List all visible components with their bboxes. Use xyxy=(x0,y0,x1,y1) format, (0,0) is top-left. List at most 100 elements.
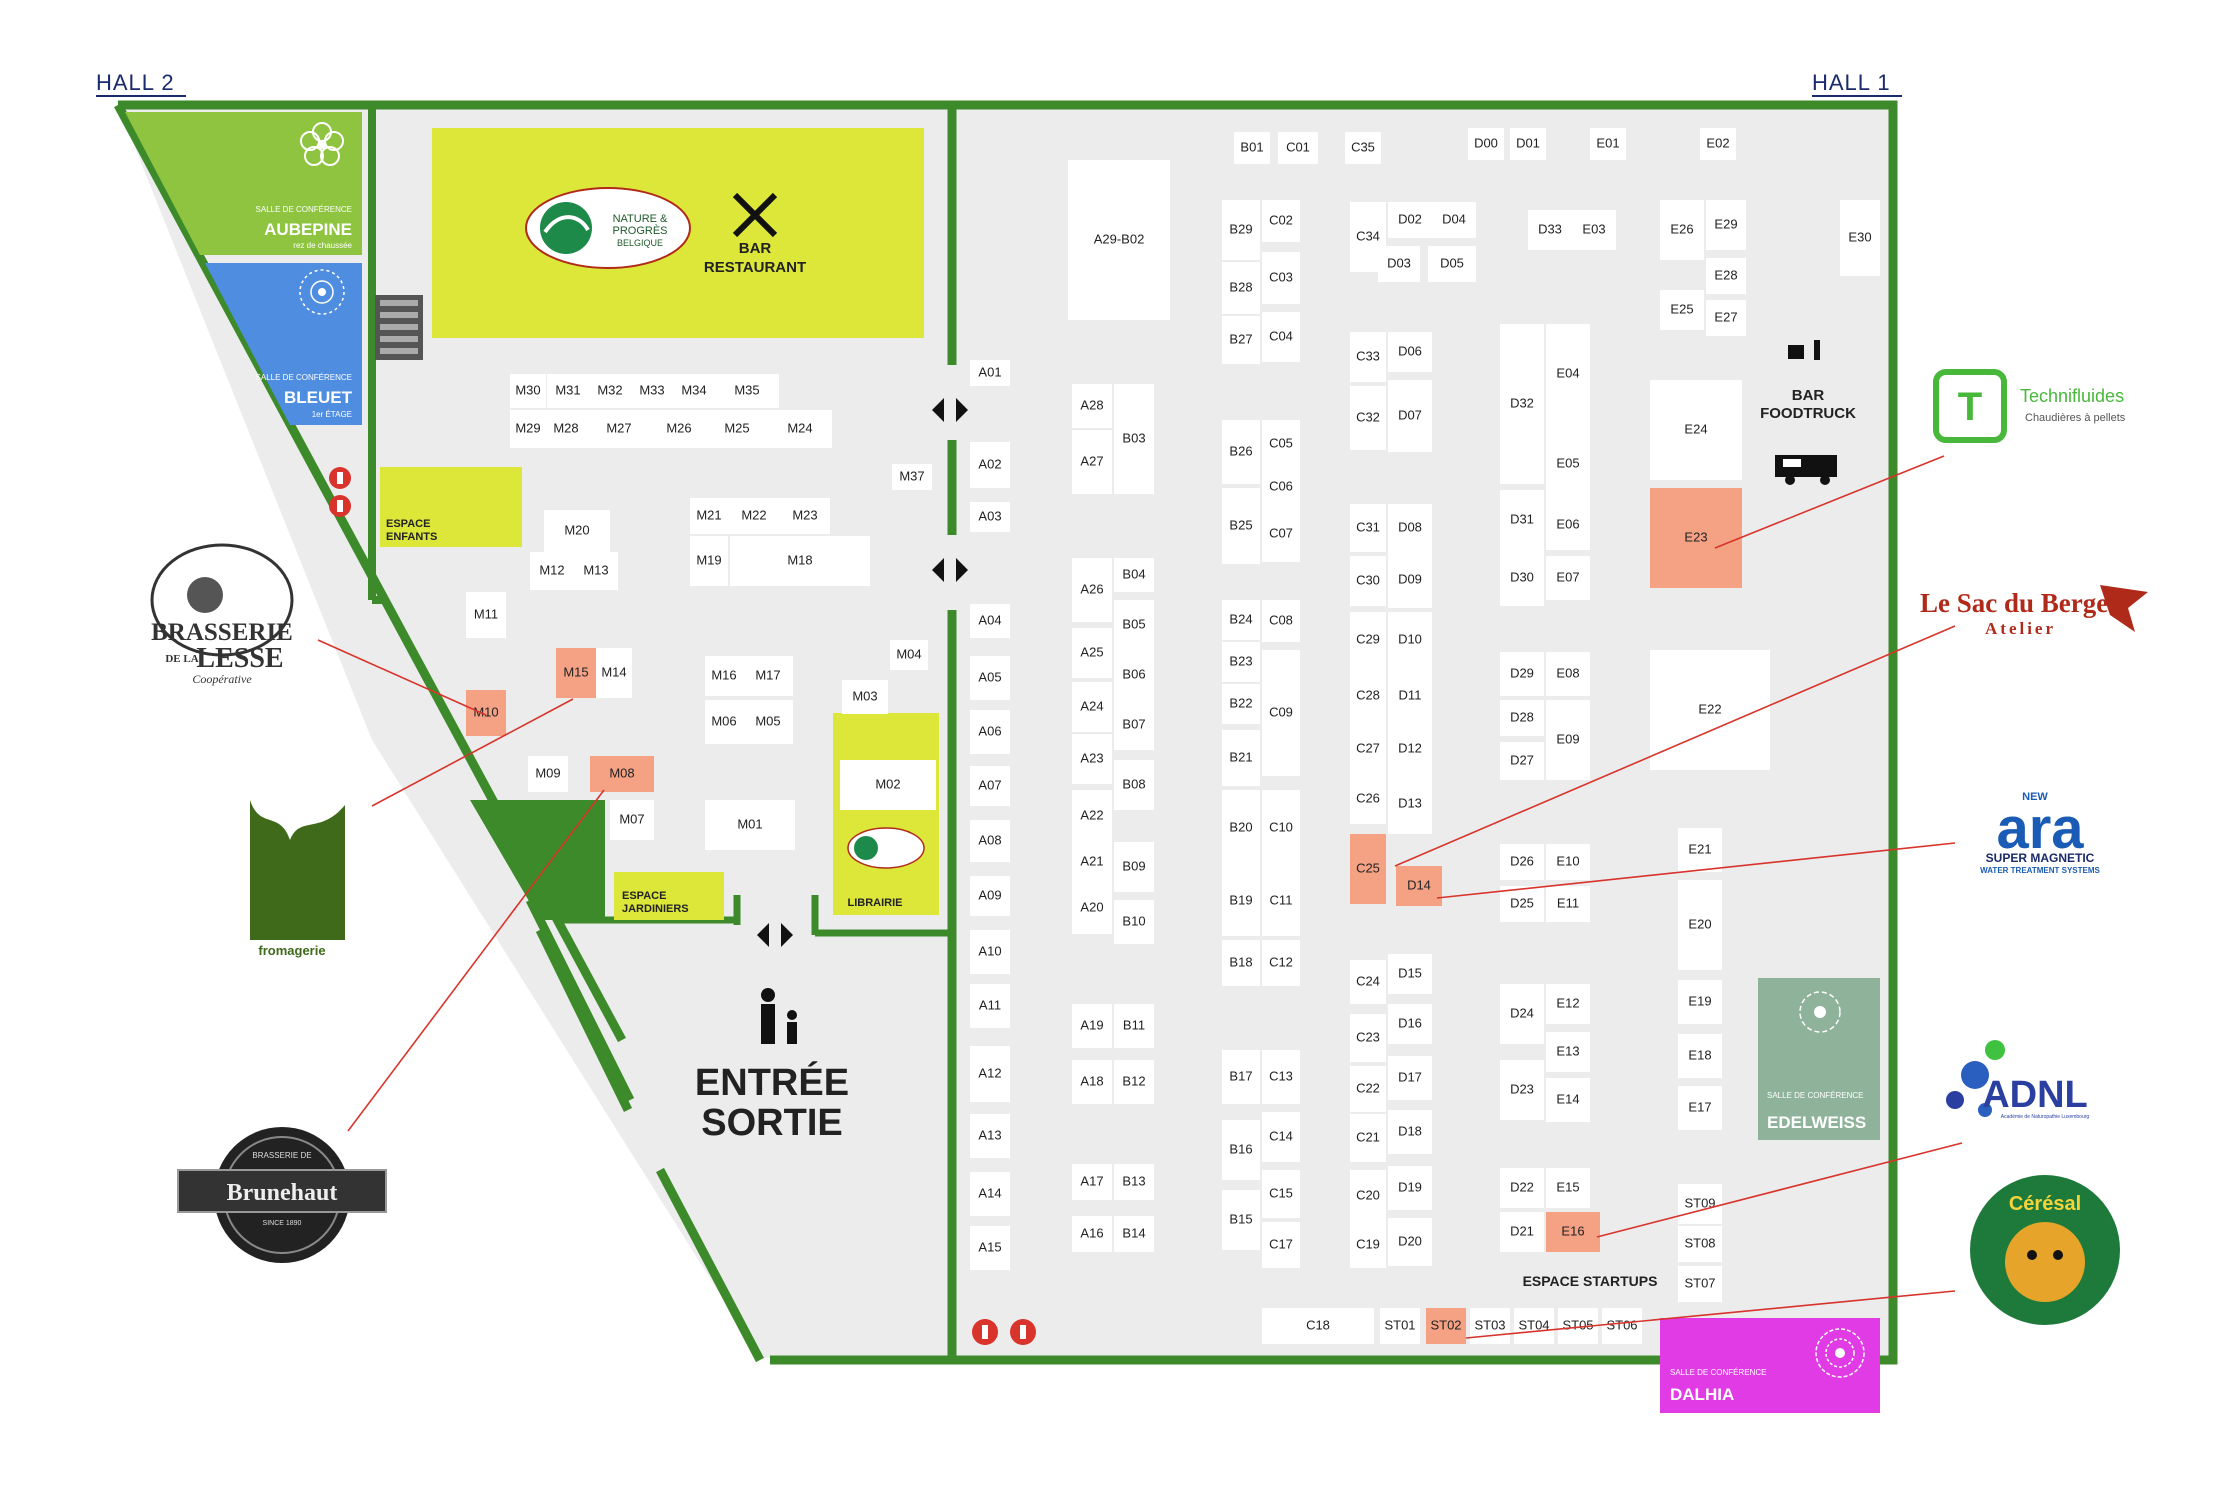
stand-m15[interactable]: M15 xyxy=(556,648,596,698)
stand-d05[interactable]: D05 xyxy=(1428,246,1476,282)
stand-m02[interactable]: M02 xyxy=(840,760,936,810)
stand-d02[interactable]: D02 xyxy=(1388,202,1432,238)
stand-e12[interactable]: E12 xyxy=(1546,984,1590,1024)
stand-m08[interactable]: M08 xyxy=(590,756,654,792)
stand-st02[interactable]: ST02 xyxy=(1426,1308,1466,1344)
stand-b14[interactable]: B14 xyxy=(1114,1216,1154,1252)
stand-e28[interactable]: E28 xyxy=(1706,258,1746,294)
stand-c24[interactable]: C24 xyxy=(1350,960,1386,1004)
stand-c07[interactable]: C07 xyxy=(1262,506,1300,562)
stand-e19[interactable]: E19 xyxy=(1678,980,1722,1024)
stand-e17[interactable]: E17 xyxy=(1678,1086,1722,1130)
stand-b05[interactable]: B05 xyxy=(1114,600,1154,650)
stand-d11[interactable]: D11 xyxy=(1388,668,1432,724)
stand-a28[interactable]: A28 xyxy=(1072,384,1112,428)
stand-a04[interactable]: A04 xyxy=(970,604,1010,638)
stand-a19[interactable]: A19 xyxy=(1072,1004,1112,1048)
stand-d20[interactable]: D20 xyxy=(1388,1218,1432,1266)
stand-a02[interactable]: A02 xyxy=(970,442,1010,488)
stand-m01[interactable]: M01 xyxy=(705,800,795,850)
stand-b10[interactable]: B10 xyxy=(1114,900,1154,944)
stand-a07[interactable]: A07 xyxy=(970,766,1010,806)
stand-c21[interactable]: C21 xyxy=(1350,1114,1386,1162)
stand-c25[interactable]: C25 xyxy=(1350,834,1386,904)
stand-e22[interactable]: E22 xyxy=(1650,650,1770,770)
stand-d23[interactable]: D23 xyxy=(1500,1060,1544,1120)
stand-d07[interactable]: D07 xyxy=(1388,380,1432,452)
stand-c08[interactable]: C08 xyxy=(1262,600,1300,642)
stand-b27[interactable]: B27 xyxy=(1222,316,1260,364)
stand-d30[interactable]: D30 xyxy=(1500,550,1544,606)
stand-d12[interactable]: D12 xyxy=(1388,724,1432,774)
stand-a16[interactable]: A16 xyxy=(1072,1216,1112,1252)
stand-d14[interactable]: D14 xyxy=(1396,866,1442,906)
stand-e09[interactable]: E09 xyxy=(1546,700,1590,780)
stand-d18[interactable]: D18 xyxy=(1388,1110,1432,1154)
stand-c05[interactable]: C05 xyxy=(1262,420,1300,468)
stand-m04[interactable]: M04 xyxy=(890,640,928,670)
stand-m16[interactable]: M16 xyxy=(705,656,743,696)
stand-m05[interactable]: M05 xyxy=(743,700,793,744)
stand-b04[interactable]: B04 xyxy=(1114,558,1154,592)
stand-e23[interactable]: E23 xyxy=(1650,488,1742,588)
stand-m33[interactable]: M33 xyxy=(631,374,673,408)
stand-d16[interactable]: D16 xyxy=(1388,1004,1432,1044)
stand-a27[interactable]: A27 xyxy=(1072,430,1112,494)
stand-c29[interactable]: C29 xyxy=(1350,612,1386,668)
stand-d33[interactable]: D33 xyxy=(1528,210,1572,250)
stand-b23[interactable]: B23 xyxy=(1222,642,1260,682)
stand-d31[interactable]: D31 xyxy=(1500,490,1544,550)
stand-e30[interactable]: E30 xyxy=(1840,200,1880,276)
stand-m17[interactable]: M17 xyxy=(743,656,793,696)
stand-c18[interactable]: C18 xyxy=(1262,1308,1374,1344)
stand-b25[interactable]: B25 xyxy=(1222,488,1260,564)
stand-st04[interactable]: ST04 xyxy=(1514,1308,1554,1344)
stand-c20[interactable]: C20 xyxy=(1350,1170,1386,1222)
stand-b15[interactable]: B15 xyxy=(1222,1190,1260,1250)
stand-a24[interactable]: A24 xyxy=(1072,682,1112,732)
stand-m21[interactable]: M21 xyxy=(690,498,728,534)
stand-b19[interactable]: B19 xyxy=(1222,866,1260,936)
stand-c04[interactable]: C04 xyxy=(1262,312,1300,362)
stand-b07[interactable]: B07 xyxy=(1114,700,1154,750)
stand-b17[interactable]: B17 xyxy=(1222,1050,1260,1104)
stand-m14[interactable]: M14 xyxy=(596,648,632,698)
stand-d00[interactable]: D00 xyxy=(1468,128,1504,160)
stand-d10[interactable]: D10 xyxy=(1388,612,1432,668)
stand-e04[interactable]: E04 xyxy=(1546,324,1590,424)
stand-d03[interactable]: D03 xyxy=(1378,246,1420,282)
stand-e16[interactable]: E16 xyxy=(1546,1212,1600,1252)
stand-st09[interactable]: ST09 xyxy=(1678,1184,1722,1224)
stand-c23[interactable]: C23 xyxy=(1350,1014,1386,1062)
stand-d27[interactable]: D27 xyxy=(1500,742,1544,780)
stand-e06[interactable]: E06 xyxy=(1546,500,1590,550)
stand-a10[interactable]: A10 xyxy=(970,930,1010,974)
stand-c27[interactable]: C27 xyxy=(1350,724,1386,774)
stand-a11[interactable]: A11 xyxy=(970,984,1010,1028)
stand-a17[interactable]: A17 xyxy=(1072,1164,1112,1200)
stand-m13[interactable]: M13 xyxy=(574,552,618,590)
stand-e27[interactable]: E27 xyxy=(1706,300,1746,336)
stand-c02[interactable]: C02 xyxy=(1262,200,1300,242)
stand-a18[interactable]: A18 xyxy=(1072,1060,1112,1104)
stand-b06[interactable]: B06 xyxy=(1114,650,1154,700)
stand-m11[interactable]: M11 xyxy=(466,592,506,638)
stand-d25[interactable]: D25 xyxy=(1500,886,1544,922)
stand-d29[interactable]: D29 xyxy=(1500,652,1544,696)
stand-c22[interactable]: C22 xyxy=(1350,1066,1386,1112)
stand-b24[interactable]: B24 xyxy=(1222,600,1260,640)
stand-m34[interactable]: M34 xyxy=(673,374,715,408)
stand-e21[interactable]: E21 xyxy=(1678,828,1722,872)
stand-d01[interactable]: D01 xyxy=(1510,128,1546,160)
stand-m22[interactable]: M22 xyxy=(728,498,780,534)
stand-m18[interactable]: M18 xyxy=(730,536,870,586)
stand-m19[interactable]: M19 xyxy=(690,536,728,586)
stand-b21[interactable]: B21 xyxy=(1222,730,1260,786)
stand-c10[interactable]: C10 xyxy=(1262,790,1300,866)
stand-m12[interactable]: M12 xyxy=(530,552,574,590)
stand-e14[interactable]: E14 xyxy=(1546,1078,1590,1122)
stand-b28[interactable]: B28 xyxy=(1222,262,1260,314)
stand-a25[interactable]: A25 xyxy=(1072,628,1112,678)
stand-b26[interactable]: B26 xyxy=(1222,420,1260,484)
stand-b01[interactable]: B01 xyxy=(1234,132,1270,164)
